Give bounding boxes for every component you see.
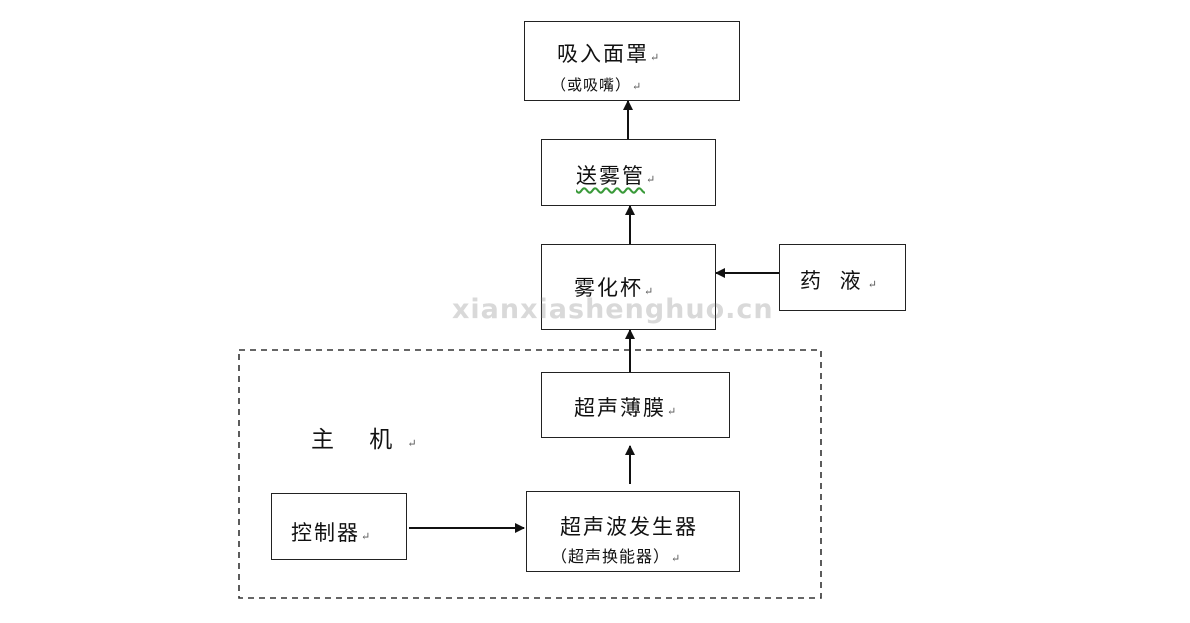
node-liquid: 药 液↵	[779, 244, 906, 311]
node-tube-label: 送雾管↵	[576, 164, 656, 188]
node-membrane: 超声薄膜↵	[541, 372, 730, 438]
node-tube: 送雾管↵	[541, 139, 716, 206]
watermark-text: xianxiashenghuo.cn	[452, 294, 774, 325]
node-cup: 雾化杯↵	[541, 244, 716, 330]
node-mask-label: 吸入面罩↵	[557, 42, 660, 66]
main-unit-label: 主 机↵	[311, 427, 417, 453]
node-generator-label: 超声波发生器	[560, 515, 698, 539]
node-generator-sublabel: （超声换能器）↵	[551, 547, 681, 566]
node-generator: 超声波发生器 （超声换能器）↵	[526, 491, 740, 572]
node-membrane-label: 超声薄膜↵	[574, 396, 677, 420]
node-controller-label: 控制器↵	[291, 521, 371, 545]
main-unit-boundary	[238, 349, 822, 599]
node-mask-sublabel: （或吸嘴）↵	[551, 76, 642, 94]
node-cup-label: 雾化杯↵	[574, 276, 654, 300]
node-liquid-label: 药 液↵	[800, 269, 877, 293]
node-controller: 控制器↵	[271, 493, 407, 560]
node-mask: 吸入面罩↵ （或吸嘴）↵	[524, 21, 740, 101]
